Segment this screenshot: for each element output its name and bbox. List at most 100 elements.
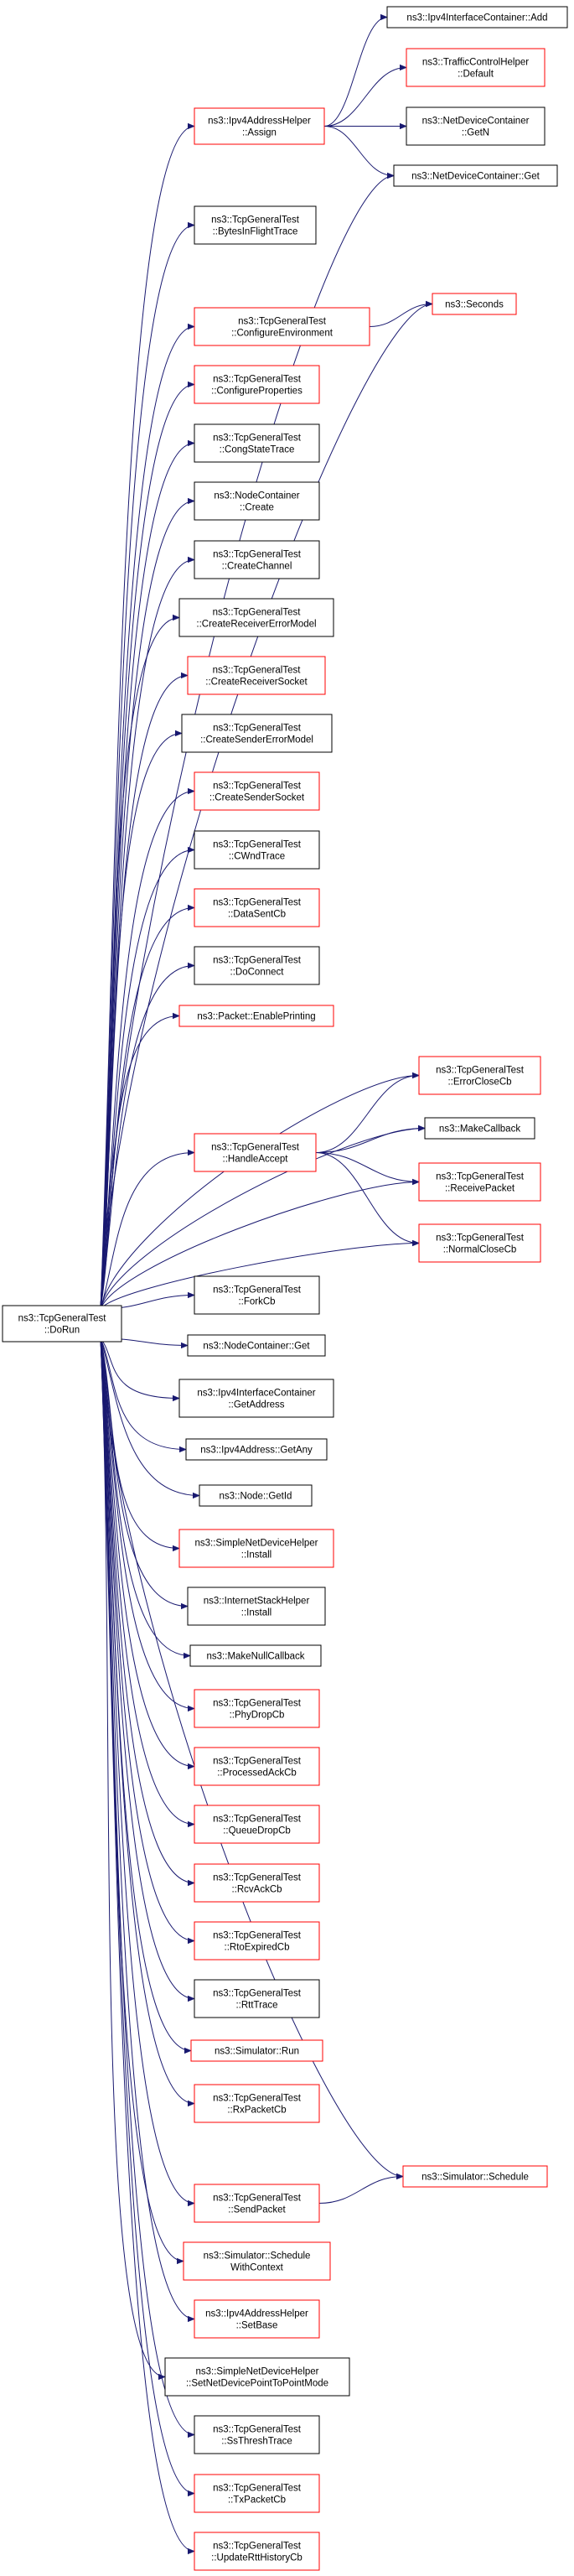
node-enable-printing[interactable]: ns3::Packet::EnablePrinting	[178, 1005, 334, 1027]
edge-do-run-to-set-base	[100, 1337, 194, 2319]
node-box	[190, 2039, 323, 2062]
node-rtt-trace[interactable]: ns3::TcpGeneralTest::RttTrace	[194, 1979, 320, 2018]
node-queue-drop-cb[interactable]: ns3::TcpGeneralTest::QueueDropCb	[194, 1805, 320, 1844]
node-label-line: ns3::Simulator::Schedule	[421, 2173, 529, 2183]
node-configure-environment[interactable]: ns3::TcpGeneralTest::ConfigureEnvironmen…	[194, 307, 370, 346]
node-label-line: ::Install	[241, 1608, 271, 1618]
node-ss-thresh-trace[interactable]: ns3::TcpGeneralTest::SsThreshTrace	[194, 2415, 320, 2454]
node-box	[194, 540, 320, 579]
node-box	[406, 106, 546, 146]
node-phy-drop-cb[interactable]: ns3::TcpGeneralTest::PhyDropCb	[194, 1689, 320, 1728]
node-simple-net-device-helper-install[interactable]: ns3::SimpleNetDeviceHelper::Install	[178, 1529, 334, 1568]
node-do-connect[interactable]: ns3::TcpGeneralTest::DoConnect	[194, 946, 320, 985]
node-node-container-create[interactable]: ns3::NodeContainer::Create	[194, 481, 320, 521]
node-make-callback[interactable]: ns3::MakeCallback	[424, 1117, 535, 1140]
node-update-rtt-history-cb[interactable]: ns3::TcpGeneralTest::UpdateRttHistoryCb	[194, 2532, 320, 2571]
node-fork-cb[interactable]: ns3::TcpGeneralTest::ForkCb	[194, 1275, 320, 1315]
node-label-line: ns3::Ipv4Address::GetAny	[200, 1446, 313, 1456]
node-label-line: ns3::TcpGeneralTest	[213, 1757, 302, 1767]
node-label-line: ns3::NetDeviceContainer::Get	[411, 172, 540, 182]
node-configure-properties[interactable]: ns3::TcpGeneralTest::ConfigureProperties	[194, 365, 320, 404]
node-create-channel[interactable]: ns3::TcpGeneralTest::CreateChannel	[194, 540, 320, 579]
edge-do-run-to-bytes-in-flight-trace	[100, 226, 194, 1310]
node-label-line: ::HandleAccept	[223, 1155, 289, 1165]
node-net-device-container-get-n[interactable]: ns3::NetDeviceContainer::GetN	[406, 106, 546, 146]
node-internet-stack-helper-install[interactable]: ns3::InternetStackHelper::Install	[187, 1587, 326, 1626]
node-rx-packet-cb[interactable]: ns3::TcpGeneralTest::RxPacketCb	[194, 2084, 320, 2123]
node-box	[393, 164, 558, 187]
edge-do-run-to-set-net-device-point-to-point-mode	[100, 1337, 165, 2377]
node-label-line: ns3::Ipv4AddressHelper	[205, 2309, 308, 2319]
node-set-base[interactable]: ns3::Ipv4AddressHelper::SetBase	[194, 2299, 320, 2339]
node-normal-close-cb[interactable]: ns3::TcpGeneralTest::NormalCloseCb	[418, 1223, 541, 1263]
node-label-line: ::BytesInFlightTrace	[213, 227, 298, 237]
node-box	[406, 48, 546, 87]
node-node-container-get[interactable]: ns3::NodeContainer::Get	[187, 1334, 326, 1357]
node-label-line: ::DoRun	[44, 1326, 80, 1336]
edge-ipv4-addr-helper-assign-to-ipv4-interface-container-add	[323, 18, 388, 127]
node-rcv-ack-cb[interactable]: ns3::TcpGeneralTest::RcvAckCb	[194, 1863, 320, 1903]
node-bytes-in-flight-trace[interactable]: ns3::TcpGeneralTest::BytesInFlightTrace	[194, 205, 317, 245]
node-create-receiver-socket[interactable]: ns3::TcpGeneralTest::CreateReceiverSocke…	[187, 656, 326, 695]
node-label-line: ns3::TcpGeneralTest	[213, 898, 302, 908]
node-box	[194, 307, 370, 346]
node-rto-expired-cb[interactable]: ns3::TcpGeneralTest::RtoExpiredCb	[194, 1921, 320, 1961]
node-set-net-device-point-to-point-mode[interactable]: ns3::SimpleNetDeviceHelper::SetNetDevice…	[164, 2357, 350, 2397]
node-label-line: ::CreateChannel	[222, 562, 292, 572]
node-get-id[interactable]: ns3::Node::GetId	[199, 1484, 313, 1507]
node-label-line: ns3::TcpGeneralTest	[213, 375, 302, 385]
node-box	[418, 1162, 541, 1202]
node-get-address[interactable]: ns3::Ipv4InterfaceContainer::GetAddress	[178, 1379, 334, 1418]
node-seconds[interactable]: ns3::Seconds	[432, 293, 517, 315]
node-box	[194, 2415, 320, 2454]
node-box	[187, 1334, 326, 1357]
node-label-line: ::PhyDropCb	[230, 1711, 285, 1721]
node-ipv4-interface-container-add[interactable]: ns3::Ipv4InterfaceContainer::Add	[386, 6, 568, 29]
node-box	[194, 888, 320, 927]
edge-handle-accept-to-error-close-cb	[315, 1076, 419, 1153]
node-label-line: ns3::InternetStackHelper	[204, 1597, 310, 1607]
node-simulator-schedule[interactable]: ns3::Simulator::Schedule	[402, 2165, 548, 2188]
node-data-sent-cb[interactable]: ns3::TcpGeneralTest::DataSentCb	[194, 888, 320, 927]
node-receive-packet[interactable]: ns3::TcpGeneralTest::ReceivePacket	[418, 1162, 541, 1202]
node-box	[194, 1863, 320, 1903]
edge-handle-accept-to-normal-close-cb	[315, 1152, 419, 1244]
node-get-any[interactable]: ns3::Ipv4Address::GetAny	[185, 1438, 328, 1461]
node-label-line: ::Assign	[242, 128, 277, 138]
node-tx-packet-cb[interactable]: ns3::TcpGeneralTest::TxPacketCb	[194, 2474, 320, 2513]
node-handle-accept[interactable]: ns3::TcpGeneralTest::HandleAccept	[194, 1133, 317, 1172]
node-label-line: ns3::TcpGeneralTest	[211, 216, 300, 226]
node-box	[194, 2084, 320, 2123]
node-label-line: ::Create	[240, 503, 274, 513]
node-make-null-callback[interactable]: ns3::MakeNullCallback	[189, 1644, 322, 1667]
node-ipv4-addr-helper-assign[interactable]: ns3::Ipv4AddressHelper::Assign	[194, 107, 325, 145]
node-c-wnd-trace[interactable]: ns3::TcpGeneralTest::CWndTrace	[194, 830, 320, 870]
node-create-sender-error-model[interactable]: ns3::TcpGeneralTest::CreateSenderErrorMo…	[181, 714, 333, 753]
node-net-device-container-get[interactable]: ns3::NetDeviceContainer::Get	[393, 164, 558, 187]
node-box	[194, 423, 320, 463]
node-label-line: ::QueueDropCb	[223, 1826, 291, 1836]
node-simulator-run[interactable]: ns3::Simulator::Run	[190, 2039, 323, 2062]
node-traffic-control-helper-default[interactable]: ns3::TrafficControlHelper::Default	[406, 48, 546, 87]
node-label-line: ::GetAddress	[228, 1400, 284, 1410]
node-label-line: ::Default	[458, 70, 494, 80]
edge-do-run-to-get-any	[100, 1337, 186, 1450]
node-label-line: ns3::TcpGeneralTest	[213, 1873, 302, 1883]
edge-do-run-to-make-null-callback	[100, 1337, 190, 1656]
node-label-line: ns3::Ipv4InterfaceContainer::Add	[406, 13, 547, 23]
node-box	[164, 2357, 350, 2397]
node-label-line: ns3::TcpGeneralTest	[213, 724, 302, 734]
node-label-line: ns3::TcpGeneralTest	[18, 1314, 107, 1324]
node-label-line: ns3::TcpGeneralTest	[213, 2194, 302, 2204]
node-create-sender-socket[interactable]: ns3::TcpGeneralTest::CreateSenderSocket	[194, 771, 320, 811]
node-create-receiver-error-model[interactable]: ns3::TcpGeneralTest::CreateReceiverError…	[178, 598, 334, 637]
node-box	[194, 830, 320, 870]
edge-do-run-to-error-close-cb	[100, 1076, 419, 1310]
node-cong-state-trace[interactable]: ns3::TcpGeneralTest::CongStateTrace	[194, 423, 320, 463]
node-box	[194, 1747, 320, 1786]
node-processed-ack-cb[interactable]: ns3::TcpGeneralTest::ProcessedAckCb	[194, 1747, 320, 1786]
node-send-packet[interactable]: ns3::TcpGeneralTest::SendPacket	[194, 2184, 320, 2223]
node-error-close-cb[interactable]: ns3::TcpGeneralTest::ErrorCloseCb	[418, 1056, 541, 1095]
